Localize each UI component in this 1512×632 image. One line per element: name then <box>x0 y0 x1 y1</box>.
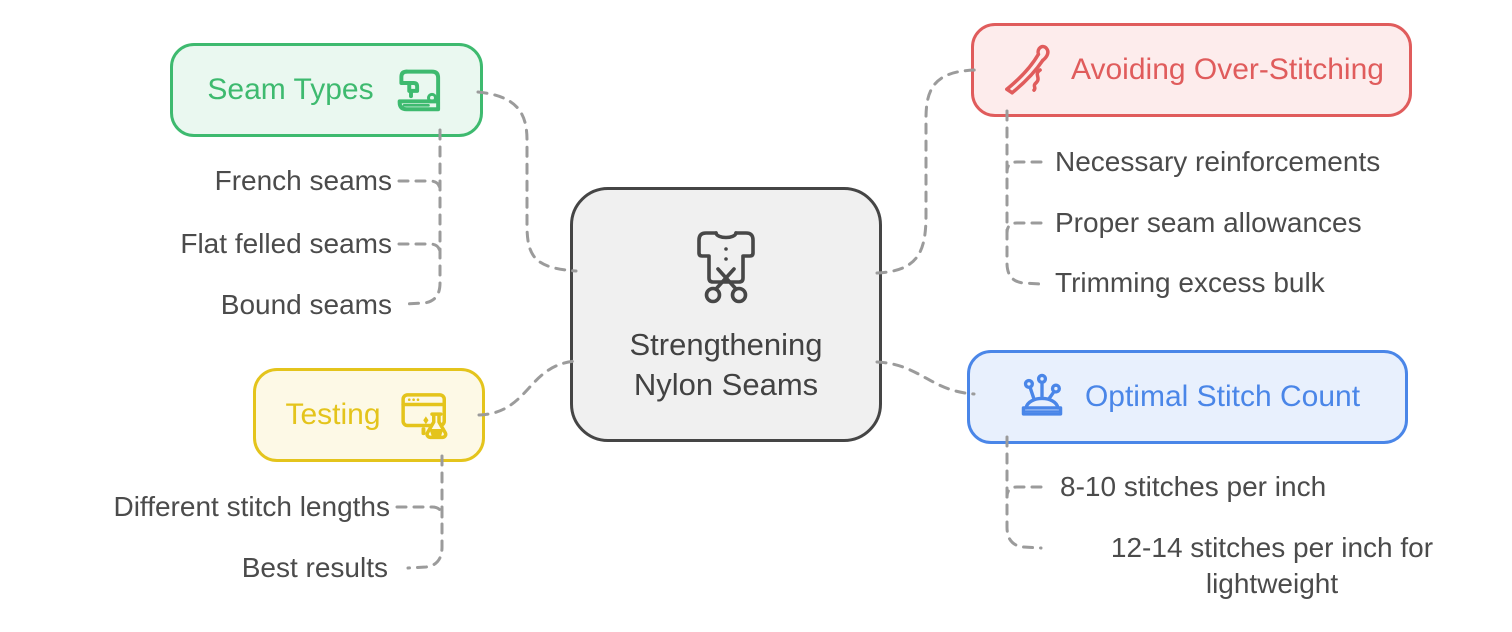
node-center-strengthening-nylon-seams[interactable]: Strengthening Nylon Seams <box>570 187 882 442</box>
node-testing[interactable]: Testing <box>253 368 485 462</box>
edge-avoiding-children-trunk <box>1005 109 1043 286</box>
leaf-necessary-reinforcements[interactable]: Necessary reinforcements <box>1055 146 1381 177</box>
branch-label-testing: Testing <box>285 398 381 431</box>
center-title-line2: Nylon Seams <box>633 366 819 402</box>
needle-thread-icon <box>1005 44 1050 95</box>
edge-testing-children-trunk <box>406 454 444 570</box>
edge-seamtypes-children-trunk <box>404 128 442 306</box>
leaf-best-results[interactable]: Best results <box>241 552 388 583</box>
leaf-bound-seams[interactable]: Bound seams <box>220 289 392 320</box>
edge-seamtypes-center <box>476 90 578 273</box>
leaf-trimming-excess-bulk[interactable]: Trimming excess bulk <box>1055 267 1325 298</box>
center-title-line1: Strengthening <box>629 326 823 362</box>
leaf-8-10-stitches[interactable]: 8-10 stitches per inch <box>1060 471 1327 502</box>
edge-different-stitch-lengths <box>395 505 444 519</box>
edge-testing-center <box>477 359 578 417</box>
edge-8-10-stitches <box>1005 485 1043 499</box>
branch-label-seam-types: Seam Types <box>207 73 374 106</box>
edge-optimal-children-trunk <box>1005 435 1043 550</box>
branch-label-avoiding-over-stitching: Avoiding Over-Stitching <box>1071 53 1384 86</box>
edge-center-avoiding <box>875 68 978 275</box>
leaf-flat-felled-seams[interactable]: Flat felled seams <box>180 228 392 259</box>
leaf-french-seams[interactable]: French seams <box>214 165 392 196</box>
sewing-machine-icon <box>397 69 440 112</box>
leaf-proper-seam-allowances[interactable]: Proper seam allowances <box>1055 207 1362 238</box>
edge-center-optimal <box>875 360 976 396</box>
browser-flask-icon <box>400 393 447 440</box>
node-optimal-stitch-count[interactable]: Optimal Stitch Count <box>967 350 1408 444</box>
node-avoiding-over-stitching[interactable]: Avoiding Over-Stitching <box>971 23 1412 117</box>
pin-cushion-icon <box>1021 373 1063 416</box>
edge-necessary-reinforcements <box>1005 160 1043 174</box>
leaf-different-stitch-lengths[interactable]: Different stitch lengths <box>113 491 390 522</box>
edge-proper-seam-allowances <box>1005 221 1043 235</box>
edge-flat-felled-seams <box>397 242 442 256</box>
branch-label-optimal-stitch-count: Optimal Stitch Count <box>1084 380 1361 413</box>
tshirt-scissors-icon <box>697 230 755 303</box>
edge-french-seams <box>397 179 442 193</box>
node-seam-types[interactable]: Seam Types <box>170 43 483 137</box>
leaf-12-14-stitches[interactable]: 12-14 stitches per inch for lightweight <box>1110 532 1434 599</box>
